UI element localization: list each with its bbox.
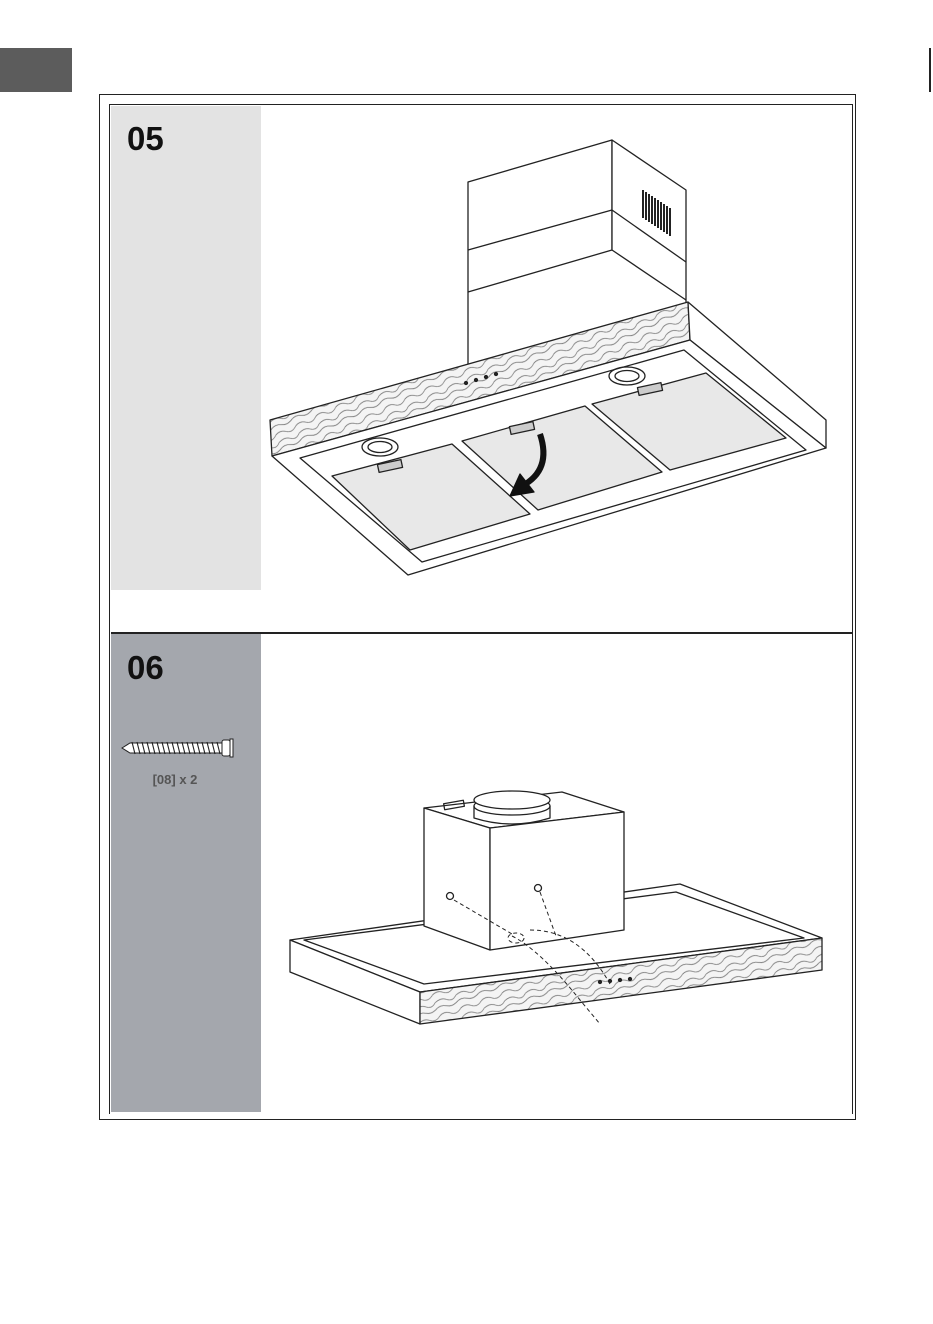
page-edge-mark — [929, 48, 931, 92]
range-hood-filter-removal-illustration — [262, 136, 834, 580]
step-06-sidebar — [111, 634, 261, 1112]
screw-icon — [120, 736, 236, 760]
step-05-sidebar — [111, 106, 261, 590]
range-hood-mounting-illustration — [284, 780, 826, 1032]
step-05-number: 05 — [127, 122, 164, 155]
part-quantity-label: [08] x 2 — [111, 772, 239, 787]
step-06-number: 06 — [127, 651, 164, 684]
page-tab-marker — [0, 48, 72, 92]
